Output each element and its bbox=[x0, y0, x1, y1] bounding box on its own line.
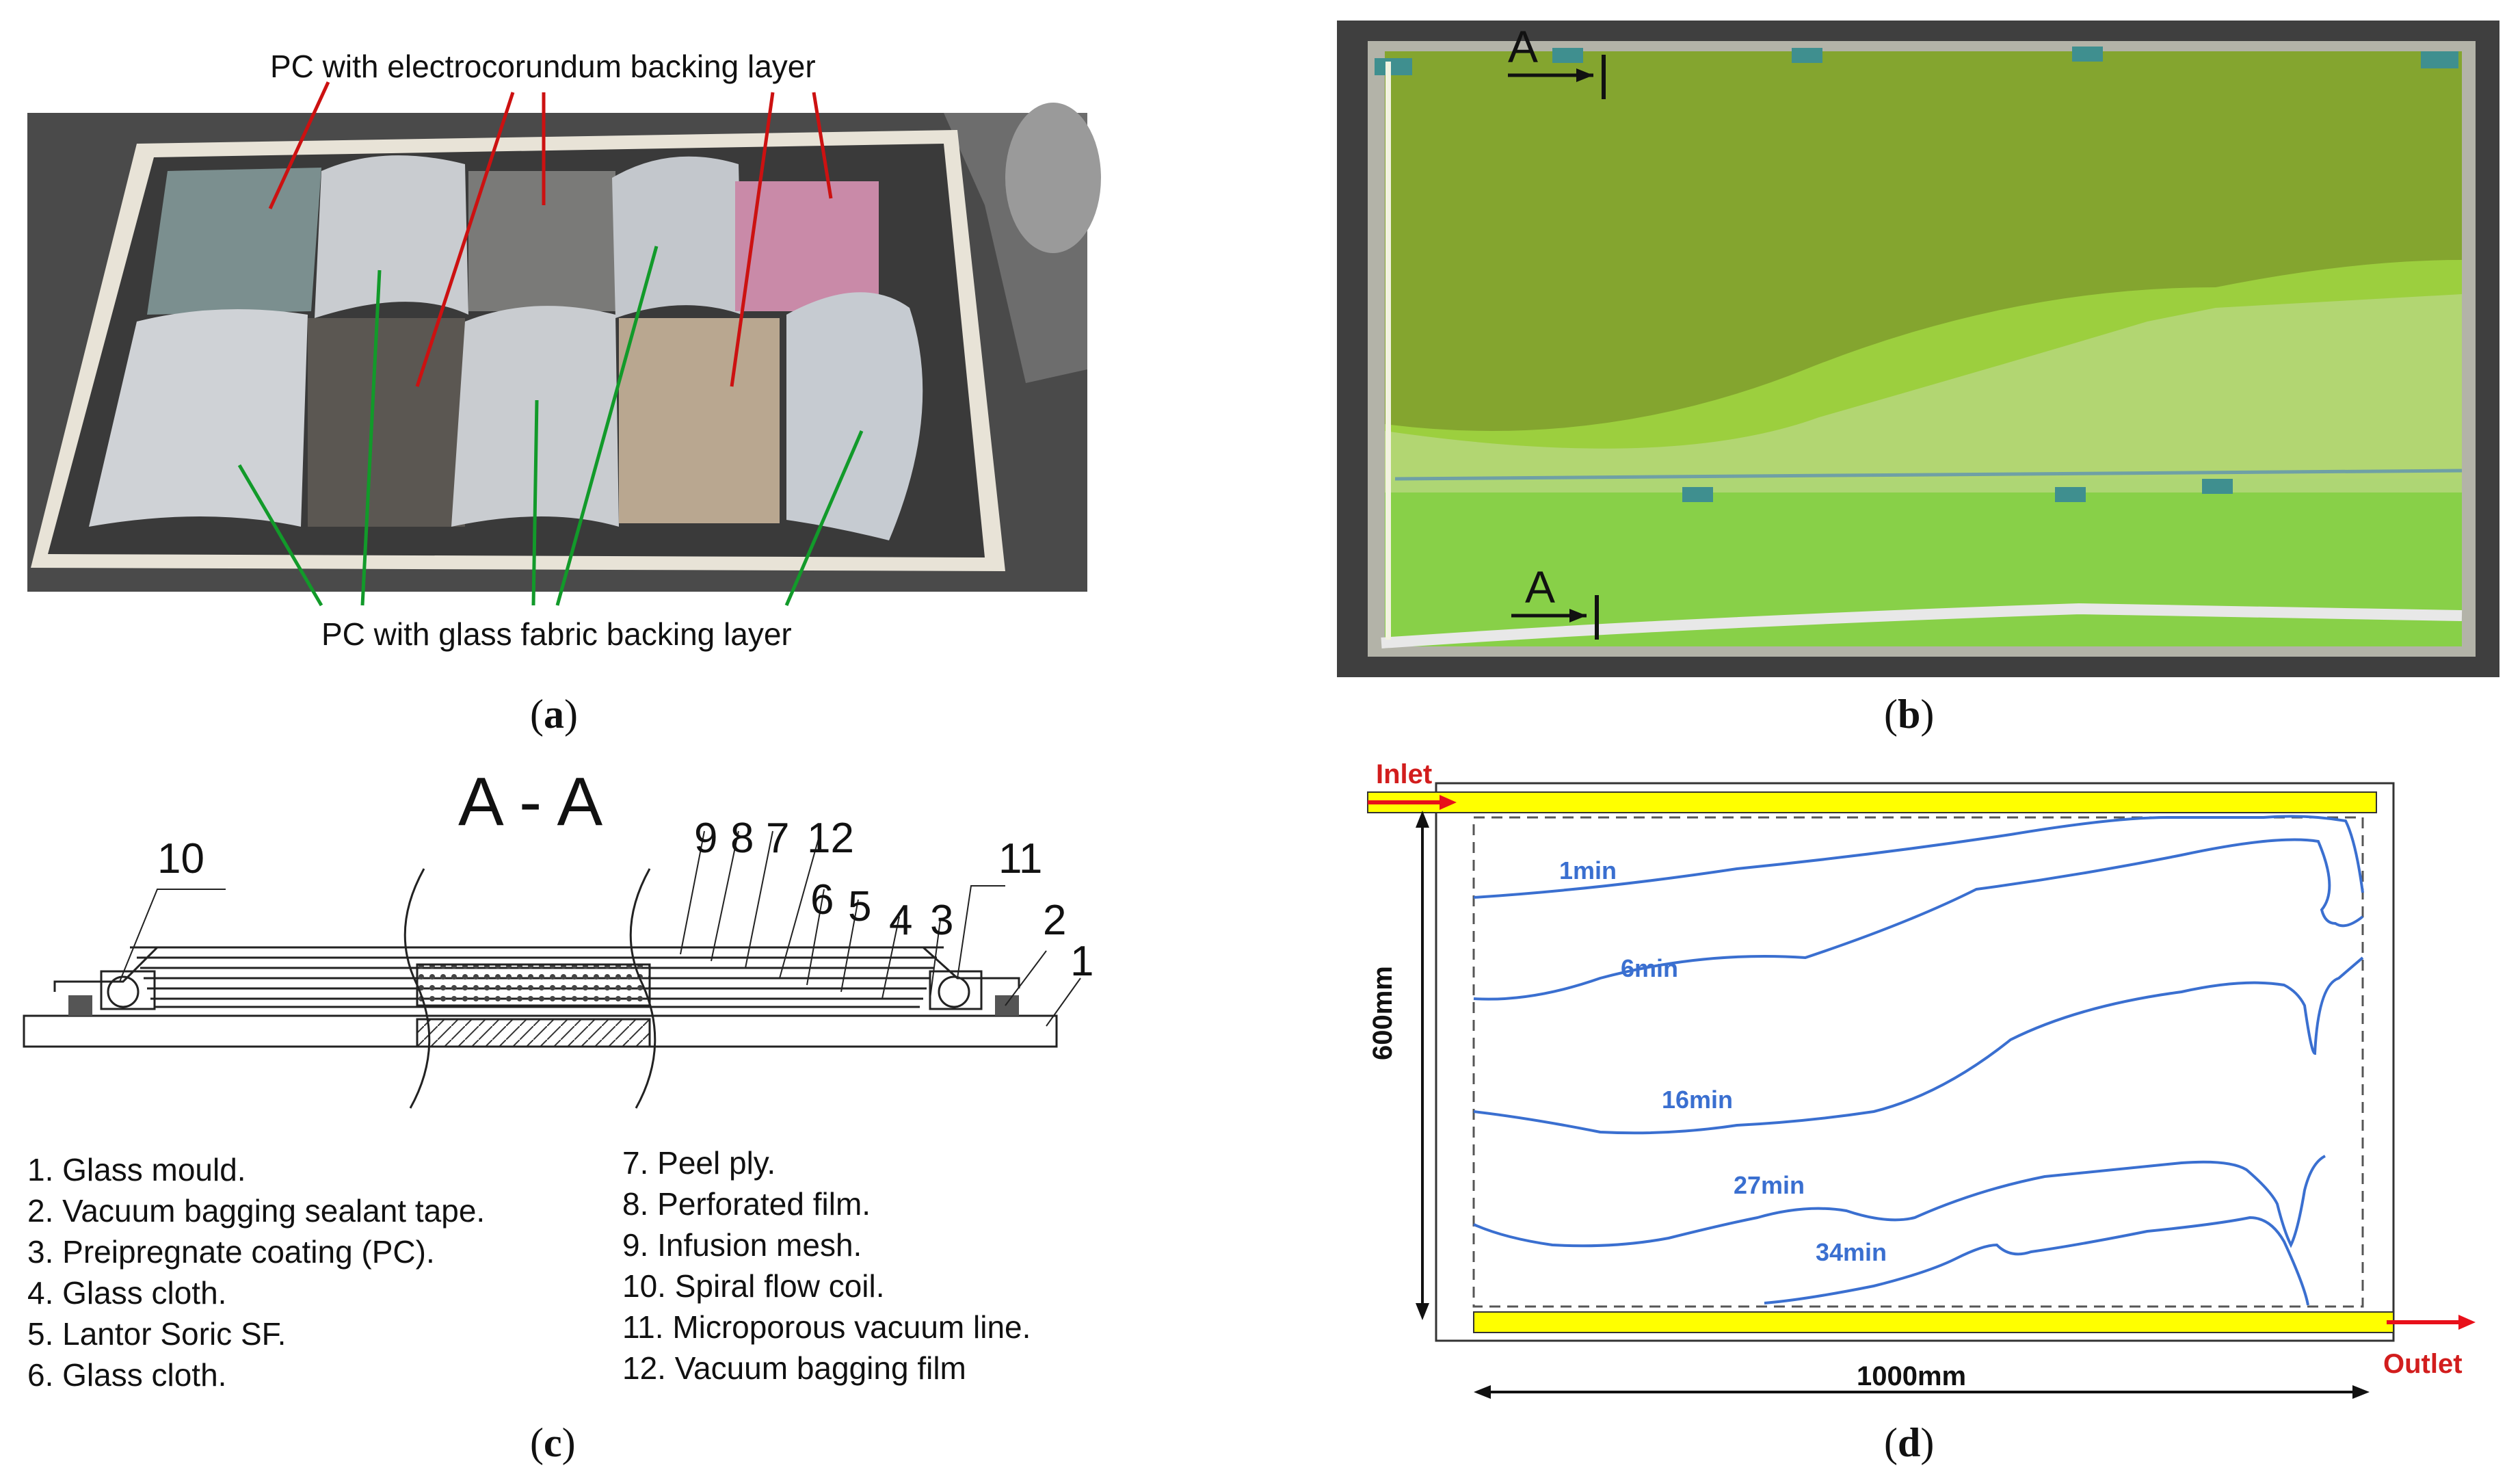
legend-right: 7. Peel ply. 8. Perforated film. 9. Infu… bbox=[622, 1142, 1031, 1389]
sealant-tape-right bbox=[995, 995, 1019, 1016]
flow-front-diagram bbox=[1367, 782, 2476, 1399]
legend-item: 6. Glass cloth. bbox=[27, 1357, 227, 1393]
callout-3: 3 bbox=[930, 897, 954, 944]
annotation-glass-fabric: PC with glass fabric backing layer bbox=[321, 616, 792, 652]
spiral-flow-coil bbox=[107, 975, 140, 1008]
vacuum-line bbox=[1394, 469, 2463, 481]
outlet-channel bbox=[1473, 1311, 2394, 1333]
sample-fabric-curved bbox=[786, 292, 923, 540]
section-drawing bbox=[23, 830, 1081, 1109]
sealant-tape-left bbox=[68, 995, 92, 1016]
legend-item: 9. Infusion mesh. bbox=[622, 1227, 862, 1263]
panel-label-d: (d) bbox=[1884, 1420, 1935, 1465]
callout-7: 7 bbox=[766, 815, 790, 862]
annotation-electrocorundum: PC with electrocorundum backing layer bbox=[270, 49, 816, 84]
width-dimension-label: 1000mm bbox=[1857, 1361, 1967, 1391]
panel-label-a: (a) bbox=[530, 692, 578, 737]
flow-front-label-6min: 6min bbox=[1621, 954, 1679, 982]
flow-front-16min bbox=[1473, 956, 2364, 1135]
panel-d: Inlet Outlet 600mm 1000mm 1min 6min 16mi… bbox=[1327, 752, 2520, 1483]
inlet-channel bbox=[1367, 791, 2377, 813]
sample-fabric-2 bbox=[612, 156, 742, 318]
mould-outline bbox=[1435, 782, 2395, 1342]
legend-item: 3. Preipregnate coating (PC). bbox=[27, 1234, 435, 1270]
flow-front-27min bbox=[1473, 1155, 2326, 1248]
callout-10: 10 bbox=[157, 835, 204, 882]
flow-front-label-16min: 16min bbox=[1662, 1086, 1734, 1114]
callout-9: 9 bbox=[694, 815, 718, 862]
callout-12: 12 bbox=[807, 815, 854, 862]
callout-8: 8 bbox=[730, 815, 754, 862]
panel-c: A - A bbox=[0, 752, 1122, 1483]
legend-item: 12. Vacuum bagging film bbox=[622, 1350, 966, 1386]
legend-item: 8. Perforated film. bbox=[622, 1186, 871, 1222]
cylinder-object bbox=[1005, 103, 1101, 253]
sample-beige bbox=[619, 318, 780, 523]
panel-label-c: (c) bbox=[530, 1420, 576, 1465]
inlet-label: Inlet bbox=[1376, 759, 1433, 789]
callout-11: 11 bbox=[998, 835, 1043, 882]
legend-item: 1. Glass mould. bbox=[27, 1152, 246, 1187]
legend-item: 4. Glass cloth. bbox=[27, 1275, 227, 1311]
section-mark-top: A bbox=[1508, 21, 1539, 72]
panel-label-b: (b) bbox=[1884, 692, 1935, 737]
callout-5: 5 bbox=[848, 883, 872, 930]
legend-item: 7. Peel ply. bbox=[622, 1145, 776, 1181]
legend-item: 11. Microporous vacuum line. bbox=[622, 1309, 1031, 1345]
sample-fabric-1 bbox=[315, 155, 468, 318]
sample-dark-1 bbox=[147, 168, 321, 315]
inlet-coil bbox=[1381, 603, 2463, 648]
red-arrows bbox=[268, 81, 833, 387]
leader-lines bbox=[119, 830, 1081, 1027]
callout-4: 4 bbox=[889, 897, 913, 944]
legend-left: 1. Glass mould. 2. Vacuum bagging sealan… bbox=[27, 1149, 485, 1395]
flow-front-label-1min: 1min bbox=[1559, 856, 1617, 884]
sample-electrocorundum-2 bbox=[308, 318, 465, 527]
sample-pink bbox=[735, 181, 879, 311]
sample-fabric-3 bbox=[89, 309, 308, 527]
section-title: A - A bbox=[458, 763, 603, 840]
flow-front-label-34min: 34min bbox=[1816, 1238, 1887, 1266]
flow-fronts bbox=[1473, 815, 2364, 1306]
legend-item: 5. Lantor Soric SF. bbox=[27, 1316, 287, 1352]
legend-item: 10. Spiral flow coil. bbox=[622, 1268, 885, 1304]
callout-1: 1 bbox=[1070, 938, 1094, 985]
legend-item: 2. Vacuum bagging sealant tape. bbox=[27, 1193, 486, 1229]
panel-a: PC with electrocorundum backing layer PC… bbox=[0, 0, 1122, 752]
callout-2: 2 bbox=[1043, 897, 1067, 944]
vacuum-line-coil bbox=[938, 975, 970, 1008]
panel-a-illustration bbox=[27, 81, 1101, 607]
flow-front-1min bbox=[1473, 815, 2364, 899]
preform-area bbox=[1472, 816, 2364, 1308]
section-mark-bottom: A bbox=[1525, 562, 1556, 612]
flow-front-34min bbox=[1764, 1216, 2309, 1306]
panel-b-photo bbox=[1337, 21, 2499, 677]
flow-front-6min bbox=[1473, 838, 2364, 1001]
outlet-label: Outlet bbox=[2383, 1349, 2463, 1379]
green-arrows bbox=[237, 246, 864, 607]
callout-6: 6 bbox=[810, 876, 834, 923]
height-dimension-label: 600mm bbox=[1368, 966, 1398, 1060]
panel-b: A A (b) bbox=[1327, 0, 2520, 752]
flow-front-label-27min: 27min bbox=[1734, 1171, 1805, 1199]
